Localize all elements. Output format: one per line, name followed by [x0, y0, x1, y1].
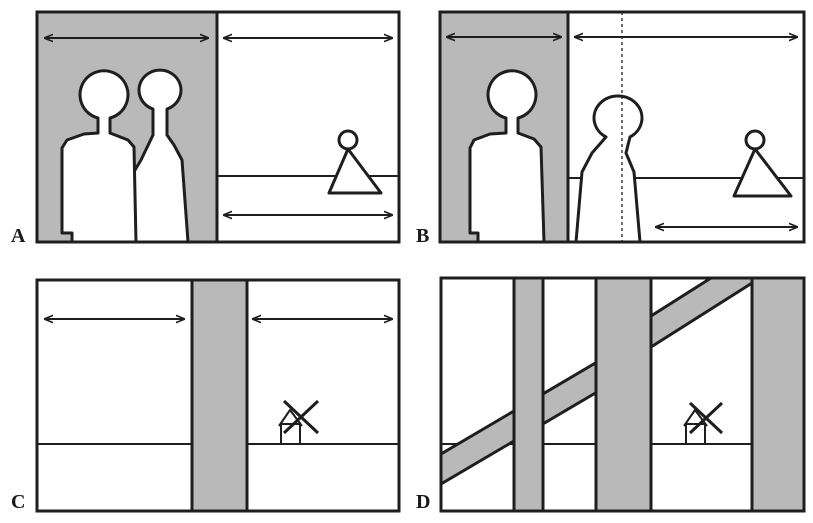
panel-c-windmill-blade-2	[282, 399, 320, 435]
panel-a-frame	[35, 10, 401, 244]
panel-label-a: A	[11, 225, 26, 247]
panel-c-vertical-bar	[190, 278, 249, 513]
panel-b-figure-center	[574, 94, 644, 244]
panel-label-c: C	[11, 491, 26, 513]
panel-d	[439, 276, 806, 513]
panel-d-windmill-house	[685, 423, 706, 445]
panel-c-frame	[35, 278, 401, 513]
panel-c	[35, 278, 401, 513]
panel-d-windmill-blade-2	[688, 401, 724, 435]
panel-a-distant-person-head	[337, 129, 359, 151]
panel-label-b: B	[416, 225, 430, 247]
panel-a-right-area	[217, 12, 399, 242]
panel-b	[438, 10, 806, 244]
panel-b-distant-person-body	[732, 147, 793, 198]
panel-a-distant-person-body	[327, 147, 383, 195]
panel-a-figure-back	[130, 68, 190, 244]
panel-d-frame	[439, 276, 806, 513]
panel-a	[35, 10, 401, 244]
panel-b-frame	[438, 10, 806, 244]
panel-c-windmill-house	[280, 423, 301, 445]
panel-d-vertical-bar-2	[594, 278, 653, 511]
panel-d-vertical-bar-1	[512, 278, 545, 511]
panel-label-d: D	[416, 491, 431, 513]
panel-b-distant-person-head	[744, 129, 766, 151]
panel-d-vertical-bar-3	[750, 278, 804, 511]
